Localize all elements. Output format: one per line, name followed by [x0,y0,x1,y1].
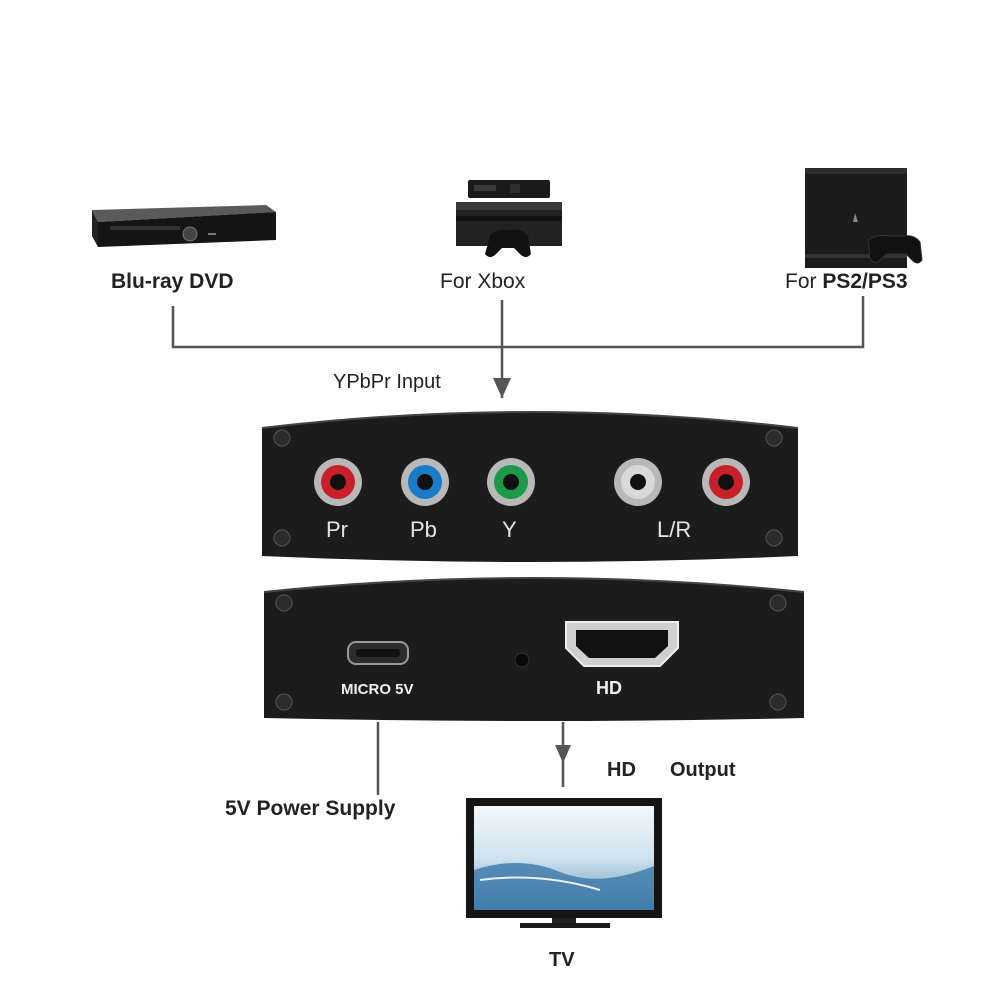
output-arrow [555,745,571,763]
port-label-pb: Pb [410,517,437,542]
tv-label: TV [549,949,575,971]
ps-label-models: PS2/PS3 [822,270,908,293]
ypbpr-input-label: YPbPr Input [333,371,441,393]
power-supply-label: 5V Power Supply [225,797,396,820]
hd-output-word-label: Output [670,759,736,781]
ps-label-prefix: For [785,270,817,293]
port-label-pr: Pr [326,517,348,542]
bluray-label: Blu-ray DVD [111,270,234,293]
micro-5v-label: MICRO 5V [341,681,414,698]
port-label-y: Y [502,517,517,542]
port-label-lr: L/R [657,517,692,542]
hd-port-label: HD [596,678,622,698]
ps-label: For PS2/PS3 [785,270,908,294]
input-arrow [493,378,511,398]
xbox-label: For Xbox [440,270,526,293]
input-bus-line [171,296,865,349]
hd-output-hd-label: HD [607,759,636,781]
